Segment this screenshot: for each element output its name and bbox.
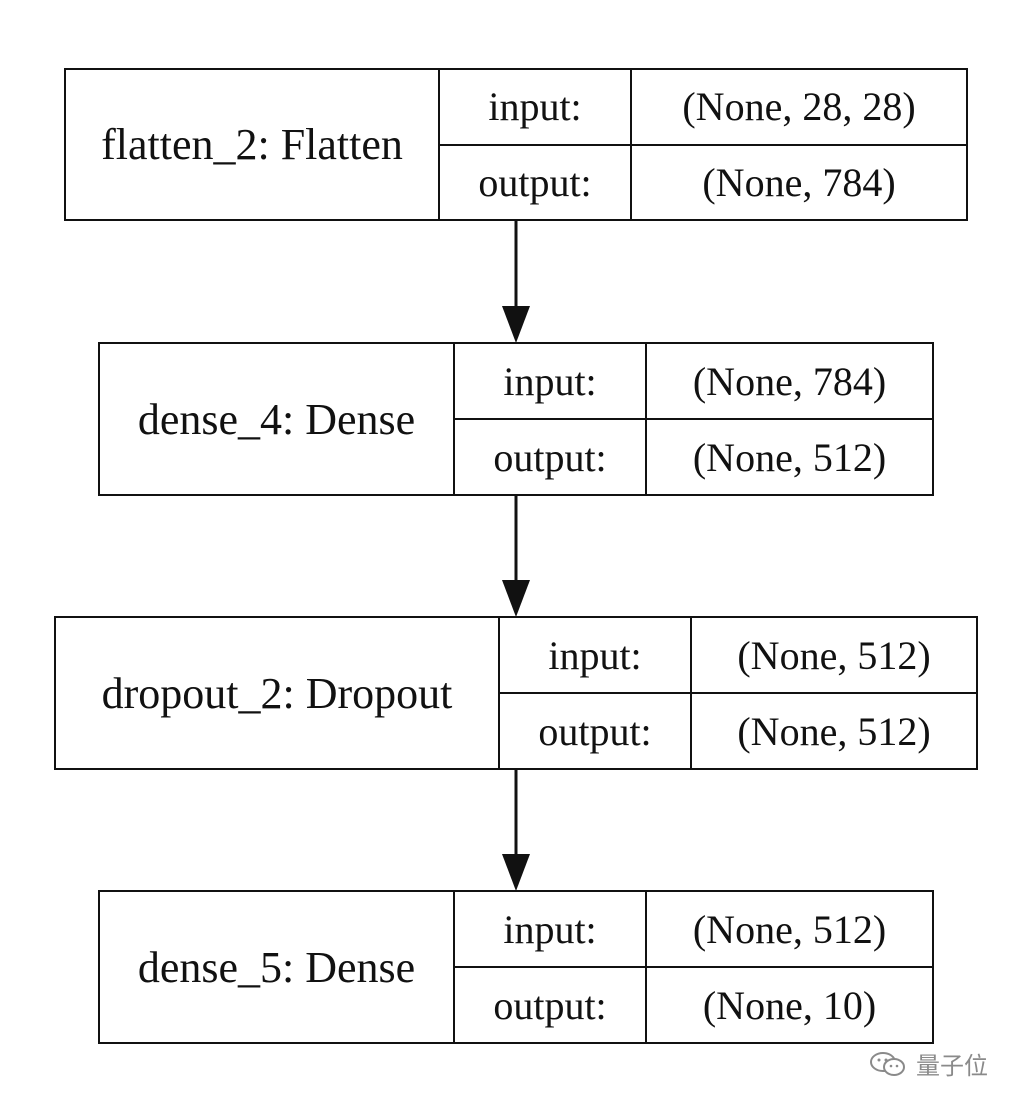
layer-io-table: input: (None, 512) output: (None, 10) [455,892,932,1042]
layer-name: flatten_2: Flatten [66,70,440,219]
input-shape: (None, 512) [692,906,887,952]
output-label: output: [455,420,647,494]
layer-node-dropout: dropout_2: Dropout input: (None, 512) ou… [54,616,978,770]
output-shape: (None, 512) [692,434,887,480]
output-label: output: [500,694,692,768]
input-shape: (None, 784) [692,358,887,404]
layer-io-table: input: (None, 28, 28) output: (None, 784… [440,70,966,219]
arrow-dense4-to-dropout [502,495,530,617]
output-row: output: (None, 512) [455,418,932,494]
output-row: output: (None, 512) [500,692,976,768]
output-label: output: [455,968,647,1042]
input-row: input: (None, 512) [455,892,932,966]
input-label: input: [440,70,632,144]
output-row: output: (None, 784) [440,143,966,219]
output-shape: (None, 512) [737,708,931,754]
wechat-icon [870,1051,905,1076]
layer-io-table: input: (None, 512) output: (None, 512) [500,618,976,768]
input-row: input: (None, 512) [500,618,976,692]
layer-node-dense-5: dense_5: Dense input: (None, 512) output… [98,890,934,1044]
input-label: input: [455,344,647,418]
input-shape: (None, 512) [737,632,931,678]
layer-node-flatten: flatten_2: Flatten input: (None, 28, 28)… [64,68,968,221]
output-shape: (None, 10) [702,982,877,1028]
layer-io-table: input: (None, 784) output: (None, 512) [455,344,932,494]
input-row: input: (None, 784) [455,344,932,418]
layer-node-dense-4: dense_4: Dense input: (None, 784) output… [98,342,934,496]
layer-name: dense_4: Dense [100,344,455,494]
watermark-text: 量子位 [916,1052,988,1080]
input-shape: (None, 28, 28) [682,84,916,130]
input-label: input: [455,892,647,966]
output-shape: (None, 784) [702,159,896,205]
arrow-dropout-to-dense5 [502,769,530,891]
output-row: output: (None, 10) [455,966,932,1042]
arrow-flatten-to-dense4 [502,220,530,343]
layer-name: dropout_2: Dropout [56,618,500,768]
output-label: output: [440,145,632,219]
input-row: input: (None, 28, 28) [440,70,966,144]
layer-name: dense_5: Dense [100,892,455,1042]
input-label: input: [500,618,692,692]
watermark: 量子位 [868,1046,988,1081]
